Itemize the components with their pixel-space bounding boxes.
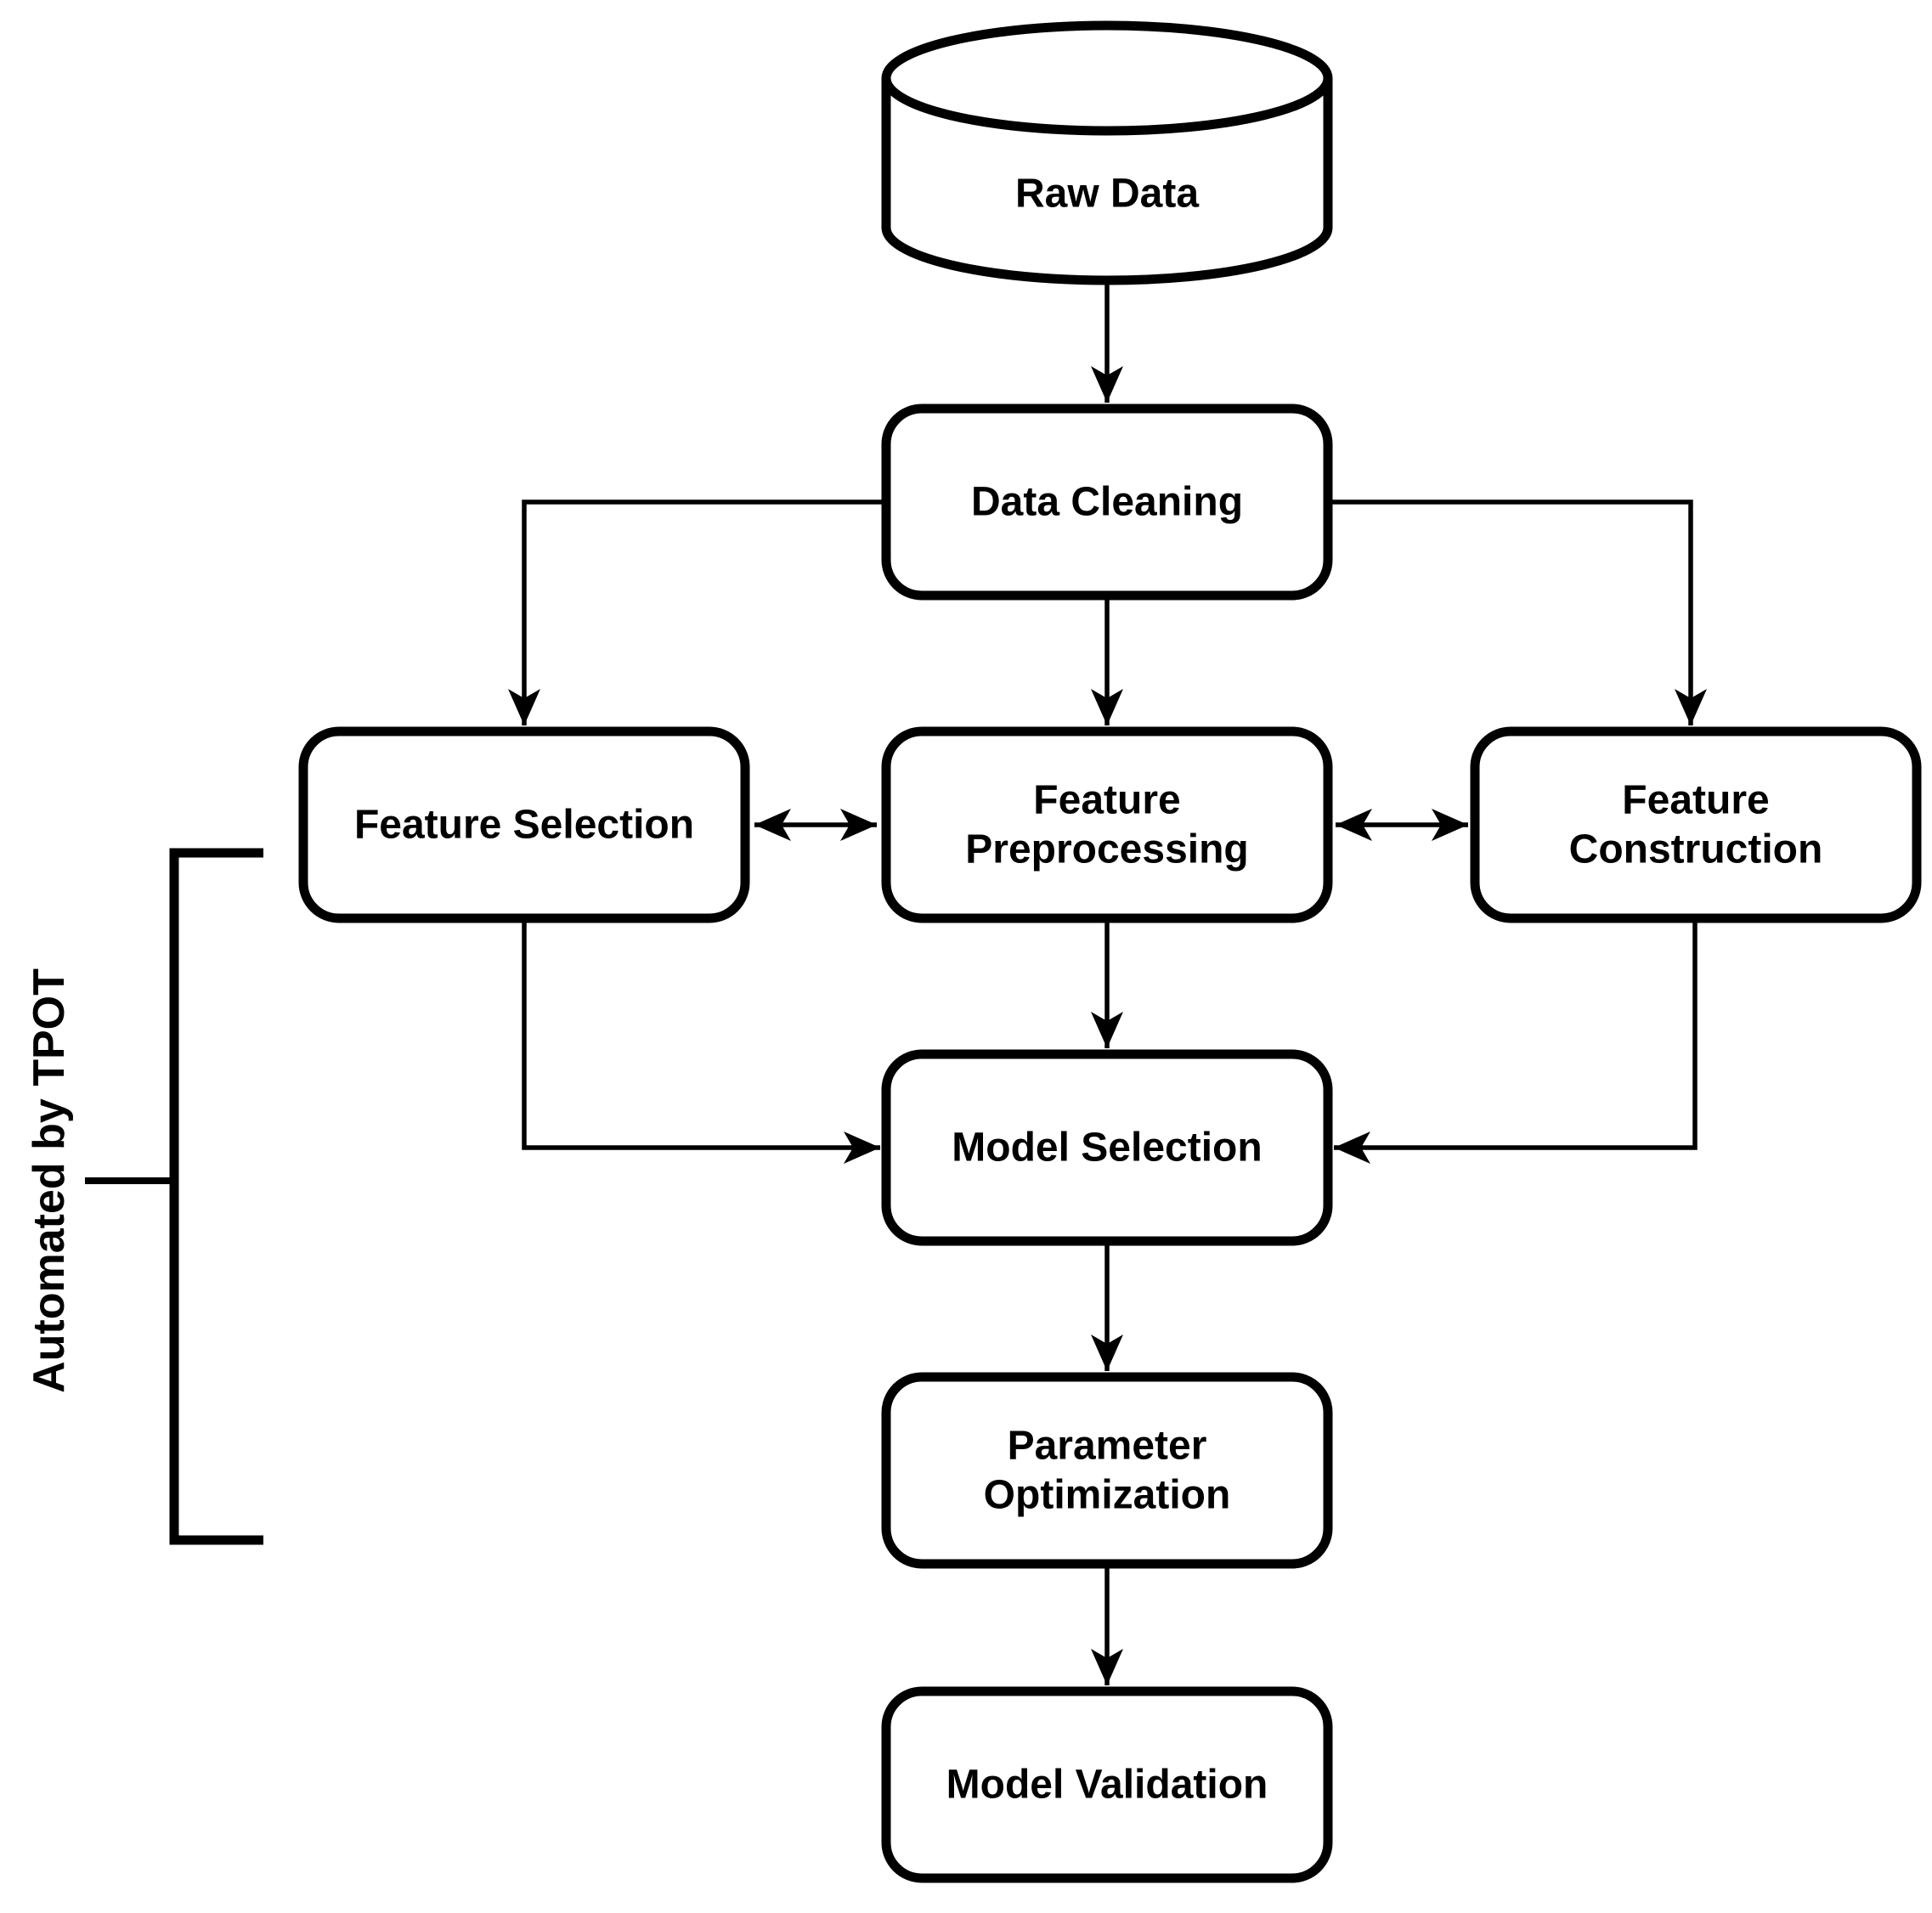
data-cleaning-label: Data Cleaning [971, 480, 1243, 525]
node-model-selection: Model Selection [881, 1049, 1333, 1246]
edge-featureselection-to-modelselection [522, 920, 880, 1164]
parameter-optimization-label-line1: Parameter [1008, 1424, 1207, 1469]
raw-data-label: Raw Data [1015, 172, 1199, 217]
parameter-optimization-box [881, 1372, 1333, 1569]
data-cleaning-box [881, 403, 1333, 601]
feature-preprocessing-label-line2: Preprocessing [965, 827, 1248, 872]
feature-construction-label-line2: Construction [1569, 827, 1823, 872]
parameter-optimization-label-line2: Optimization [984, 1473, 1231, 1518]
node-raw-data: Raw Data [881, 20, 1333, 285]
feature-selection-label: Feature Selection [354, 803, 694, 848]
feature-selection-box [298, 726, 750, 923]
edge-datacleaning-to-featureconstruction [1329, 499, 1707, 725]
feature-preprocessing-label-line1: Feature [1033, 778, 1180, 823]
cylinder-top [881, 20, 1333, 136]
feature-construction-box [1470, 726, 1922, 923]
model-selection-label: Model Selection [952, 1126, 1262, 1171]
node-model-validation: Model Validation [881, 1686, 1333, 1883]
node-data-cleaning: Data Cleaning [881, 403, 1333, 601]
tpot-bracket: Automated by TPOT [25, 848, 263, 1545]
edge-datacleaning-to-featureselection [508, 499, 885, 725]
edges [508, 282, 1707, 1685]
cylinder-body [881, 78, 1333, 285]
bracket-shape [169, 848, 263, 1545]
edge-featureconstruction-to-modelselection [1334, 920, 1698, 1164]
model-validation-box [881, 1686, 1333, 1883]
automated-by-tpot-label: Automated by TPOT [25, 968, 74, 1393]
node-feature-preprocessing: Feature Preprocessing [881, 726, 1333, 923]
node-parameter-optimization: Parameter Optimization [881, 1372, 1333, 1569]
node-feature-selection: Feature Selection [298, 726, 750, 923]
node-feature-construction: Feature Construction [1470, 726, 1922, 923]
feature-construction-label-line1: Feature [1622, 778, 1769, 823]
model-selection-box [881, 1049, 1333, 1246]
feature-preprocessing-box [881, 726, 1333, 923]
model-validation-label: Model Validation [946, 1763, 1268, 1808]
